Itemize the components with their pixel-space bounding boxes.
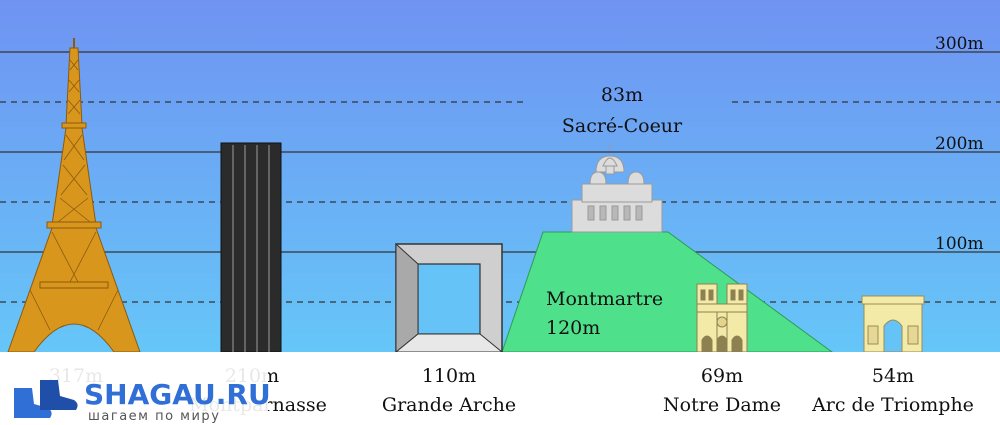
boots-icon bbox=[14, 380, 78, 418]
montmartre-height-label: 120m bbox=[546, 317, 600, 339]
logo-title: SHAGAU.RU bbox=[84, 378, 271, 411]
arc-de-triomphe-name-label: Arc de Triomphe bbox=[811, 394, 974, 416]
arc-de-triomphe-icon bbox=[861, 295, 925, 353]
scale-label-300m: 300m bbox=[935, 34, 984, 54]
notre-dame-name-label: Notre Dame bbox=[663, 394, 781, 416]
sacre-coeur-name-label: Sacré-Coeur bbox=[562, 115, 683, 137]
site-logo[interactable]: SHAGAU.RU шагаем по миру bbox=[6, 368, 271, 424]
scale-label-100m: 100m bbox=[935, 234, 984, 254]
notre-dame-icon bbox=[696, 283, 748, 353]
logo-subtitle: шагаем по миру bbox=[88, 409, 220, 424]
grande-arche-icon bbox=[394, 242, 504, 354]
arc-de-triomphe-height-label: 54m bbox=[872, 365, 914, 387]
grande-arche-height-label: 110m bbox=[422, 365, 476, 387]
grande-arche-name-label: Grande Arche bbox=[382, 394, 516, 416]
montmartre-name-label: Montmartre bbox=[546, 288, 663, 310]
eiffel-tower-icon bbox=[7, 38, 141, 353]
sacre-coeur-height-label: 83m bbox=[601, 84, 643, 106]
notre-dame-height-label: 69m bbox=[701, 365, 743, 387]
sacre-coeur-icon bbox=[571, 144, 663, 233]
scale-label-200m: 200m bbox=[935, 134, 984, 154]
montparnasse-tower-icon bbox=[220, 142, 282, 353]
